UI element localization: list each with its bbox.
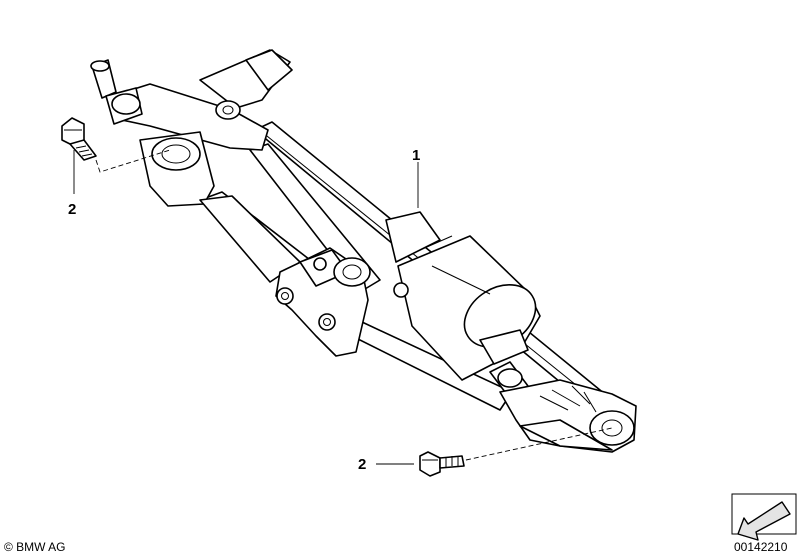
orientation-icon [731, 493, 797, 541]
leader-lines [73, 149, 613, 465]
callout-2-lower: 2 [358, 456, 366, 473]
bolt-lower [419, 451, 465, 477]
bolt-upper [61, 117, 97, 161]
copyright-text: © BMW AG [4, 540, 66, 554]
wiper-linkage-assembly [90, 49, 637, 453]
diagram-number: 00142210 [734, 540, 788, 554]
callout-1: 1 [412, 147, 420, 164]
callout-2-upper: 2 [68, 201, 76, 218]
